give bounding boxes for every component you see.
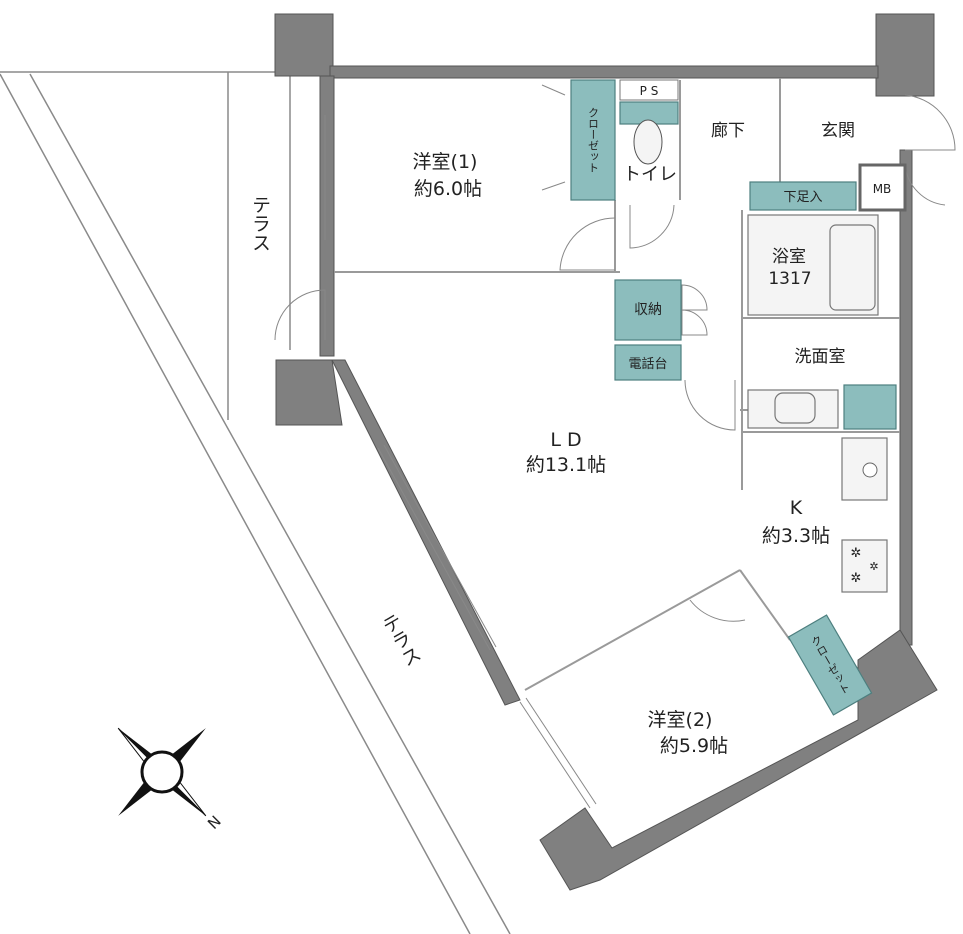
western-room-2-name: 洋室(2) bbox=[648, 709, 713, 731]
washroom-label: 洗面室 bbox=[795, 347, 846, 367]
phone-stand bbox=[614, 344, 682, 381]
compass-north-label: N bbox=[204, 812, 225, 833]
stove-icon bbox=[841, 539, 888, 593]
western-room-2-area: 約5.9帖 bbox=[660, 735, 728, 757]
sink-icon bbox=[862, 462, 878, 478]
svg-text:✲: ✲ bbox=[851, 571, 862, 586]
terrace-upper-label: テラス bbox=[249, 195, 271, 252]
mb-box bbox=[858, 163, 907, 212]
shoe-storage-label: 下足入 bbox=[783, 190, 822, 205]
mb-label: MB bbox=[873, 182, 892, 196]
toilet-bowl-icon bbox=[633, 119, 663, 165]
closet-1 bbox=[570, 79, 616, 201]
entrance-label: 玄関 bbox=[821, 121, 855, 141]
bath-name: 浴室 bbox=[772, 247, 806, 267]
compass-icon bbox=[117, 727, 207, 817]
western-room-1-name: 洋室(1) bbox=[413, 151, 478, 173]
kitchen-area: 約3.3帖 bbox=[762, 525, 830, 547]
corridor-label: 廊下 bbox=[711, 121, 745, 141]
terrace-area bbox=[0, 71, 511, 934]
ps-label: P S bbox=[640, 84, 659, 98]
ld-area: 約13.1帖 bbox=[526, 454, 606, 476]
ps-box bbox=[619, 79, 679, 101]
svg-text:✲: ✲ bbox=[851, 546, 862, 561]
ld-name: L D bbox=[550, 429, 581, 451]
western-room-1-area: 約6.0帖 bbox=[414, 178, 482, 200]
bath-size: 1317 bbox=[768, 269, 811, 289]
window-strips bbox=[324, 115, 597, 809]
terrace-lower-label: テラス bbox=[376, 610, 424, 670]
washbasin-icon bbox=[774, 392, 816, 424]
storage-label: 収納 bbox=[634, 302, 662, 318]
svg-text:✲: ✲ bbox=[869, 560, 878, 573]
shoe-storage bbox=[749, 181, 857, 211]
storage-unit bbox=[614, 279, 682, 341]
kitchen-name: K bbox=[790, 497, 803, 519]
toilet-label: トイレ bbox=[623, 164, 677, 185]
bathtub-icon bbox=[829, 224, 876, 311]
washing-machine-icon bbox=[843, 384, 897, 430]
bathroom-fixtures: ✲ ✲ ✲ bbox=[747, 214, 897, 593]
phone-stand-label: 電話台 bbox=[628, 356, 667, 372]
closet-1-label: クローゼット bbox=[587, 107, 600, 173]
